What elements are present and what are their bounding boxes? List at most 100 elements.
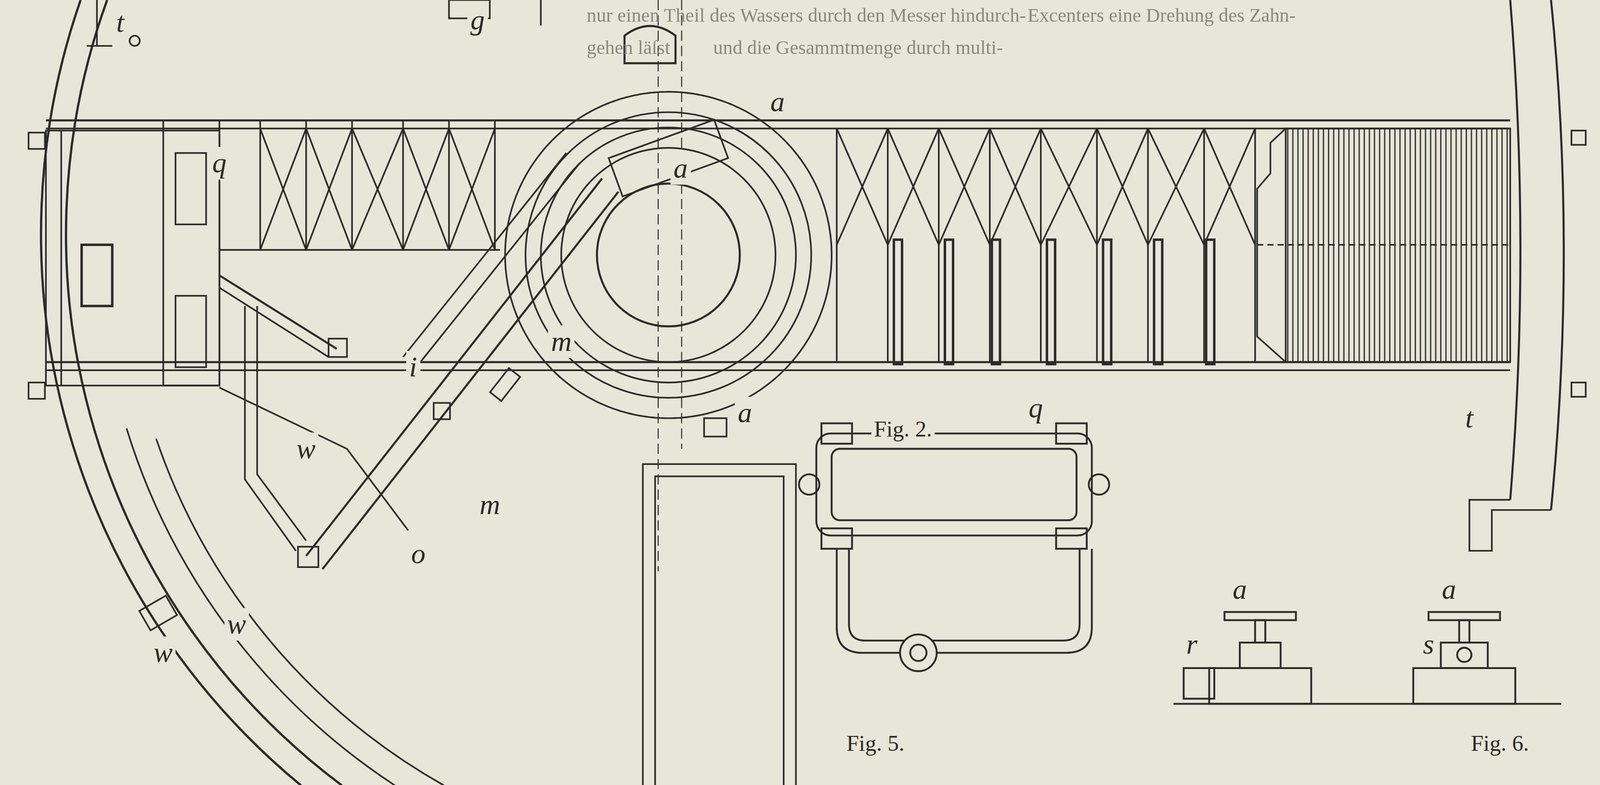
- fig5-drawing-part: [798, 474, 820, 495]
- fig2-drawing-part: [403, 128, 449, 250]
- fig2-drawing-part: [219, 387, 409, 531]
- fig2-drawing-part: [351, 128, 404, 250]
- part-letter: m: [476, 488, 504, 522]
- fig5-drawing-part: [848, 548, 1080, 641]
- fig6-drawing-part: [1459, 620, 1470, 644]
- fig2-drawing-part: [1040, 128, 1098, 246]
- fig2-drawing-part: [416, 163, 580, 368]
- fig2-drawing-part: [887, 128, 939, 246]
- fig5-drawing-part: [1055, 423, 1087, 444]
- fig5-drawing-part: [816, 433, 1092, 536]
- fig2-drawing-part: [448, 120, 450, 250]
- fig2-drawing-part: [1204, 128, 1256, 246]
- fig2-drawing-part: [597, 183, 741, 327]
- fig2-drawing-part: [893, 239, 902, 365]
- fig2-drawing-part: [944, 239, 953, 365]
- fig2-drawing-part: [1103, 239, 1112, 365]
- fig6-drawing-part: [1440, 642, 1488, 669]
- part-letter: t: [113, 6, 128, 40]
- figure-caption: Fig. 5.: [843, 729, 908, 756]
- fig6-drawing-part: [1413, 668, 1516, 704]
- fig2-drawing-part: [45, 119, 1510, 122]
- fig2-drawing: [28, 0, 1586, 785]
- fig2-drawing-part: [540, 127, 796, 383]
- part-letter: t: [1462, 402, 1477, 435]
- fig2-drawing-part: [86, 45, 113, 47]
- part-letter: a: [1438, 573, 1459, 607]
- fig6-drawing-part: [1209, 668, 1312, 704]
- fig2-drawing-part: [403, 128, 449, 250]
- part-letter: w: [150, 636, 176, 670]
- fig2-drawing-part: [45, 369, 1510, 372]
- part-letter: a: [734, 396, 755, 430]
- part-letter: q: [1025, 391, 1046, 425]
- fig2-drawing-part: [991, 239, 1001, 365]
- fig2-drawing-part: [448, 128, 495, 250]
- fig2-drawing-part: [129, 35, 140, 46]
- fig2-drawing-part: [494, 120, 496, 250]
- fig2-drawing-part: [448, 128, 495, 250]
- fig2-drawing-part: [1040, 128, 1042, 363]
- fig2-drawing-part: [1510, 0, 1521, 500]
- fig2-drawing-part: [1571, 382, 1587, 398]
- fig2-drawing-part: [938, 128, 990, 246]
- body-text: und die Gesammtmenge durch multi-: [711, 36, 1005, 59]
- part-letter: w: [293, 432, 319, 466]
- fig2-drawing-part: [655, 476, 784, 785]
- fig6-drawing-part: [1456, 648, 1472, 663]
- fig2-drawing-part: [1204, 128, 1256, 246]
- fig2-drawing-part: [1254, 128, 1256, 363]
- body-text: nur einen Theil des Wassers durch den Me…: [584, 3, 1028, 27]
- fig2-drawing-part: [1154, 239, 1163, 365]
- fig2-drawing-part: [608, 119, 729, 197]
- fig2-drawing-part: [28, 132, 45, 150]
- fig2-drawing-part: [40, 0, 301, 785]
- fig2-drawing-part: [351, 120, 353, 250]
- part-letter: r: [1183, 628, 1201, 662]
- body-text: gehen läſst: [584, 36, 673, 59]
- fig2-drawing-part: [139, 596, 177, 631]
- figure-caption: Fig. 6.: [1468, 729, 1533, 756]
- fig2-drawing-part: [1040, 128, 1098, 246]
- fig2-drawing-part: [1147, 128, 1205, 246]
- fig2-drawing-part: [257, 306, 307, 541]
- fig6-drawing-part: [1255, 620, 1266, 644]
- fig6-drawing-part: [1239, 642, 1281, 669]
- fig5-drawing-part: [831, 448, 1077, 521]
- fig2-drawing-part: [886, 128, 889, 363]
- fig2-drawing-part: [989, 128, 1041, 246]
- fig2-drawing-part: [836, 128, 1256, 365]
- fig2-drawing-part: [887, 128, 939, 246]
- part-letter: a: [1229, 573, 1250, 607]
- fig2-drawing-part: [540, 0, 542, 26]
- fig2-drawing-part: [175, 153, 207, 225]
- fig2-drawing-part: [45, 130, 220, 386]
- fig6-drawing-part: [1224, 612, 1296, 621]
- fig2-drawing-part: [490, 368, 521, 402]
- fig2-drawing-part: [433, 403, 451, 420]
- fig5-drawing-part: [1055, 528, 1087, 549]
- part-letter: m: [547, 325, 575, 359]
- figure-caption: Fig. 2.: [871, 416, 936, 443]
- fig2-drawing-part: [988, 128, 991, 363]
- fig2-drawing-part: [81, 245, 113, 307]
- fig2-drawing-part: [219, 120, 501, 250]
- fig2-drawing-part: [681, 0, 683, 449]
- fig2-drawing-part: [1206, 239, 1215, 365]
- fig2-drawing-part: [1257, 244, 1511, 246]
- fig2-drawing-part: [403, 153, 567, 358]
- fig6-drawing-part: [1183, 668, 1215, 700]
- part-letter: w: [223, 608, 249, 641]
- fig2-drawing-part: [305, 120, 307, 250]
- fig5-drawing-part: [821, 423, 853, 444]
- fig2-drawing-part: [260, 128, 306, 250]
- part-letter: s: [1419, 628, 1438, 662]
- fig2-drawing-part: [328, 338, 347, 358]
- fig2-drawing-part: [322, 191, 619, 570]
- fig5-drawing-part: [821, 528, 853, 549]
- fig5-drawing-part: [899, 634, 937, 672]
- fig2-drawing-part: [351, 128, 404, 250]
- fig2-drawing-part: [175, 296, 207, 368]
